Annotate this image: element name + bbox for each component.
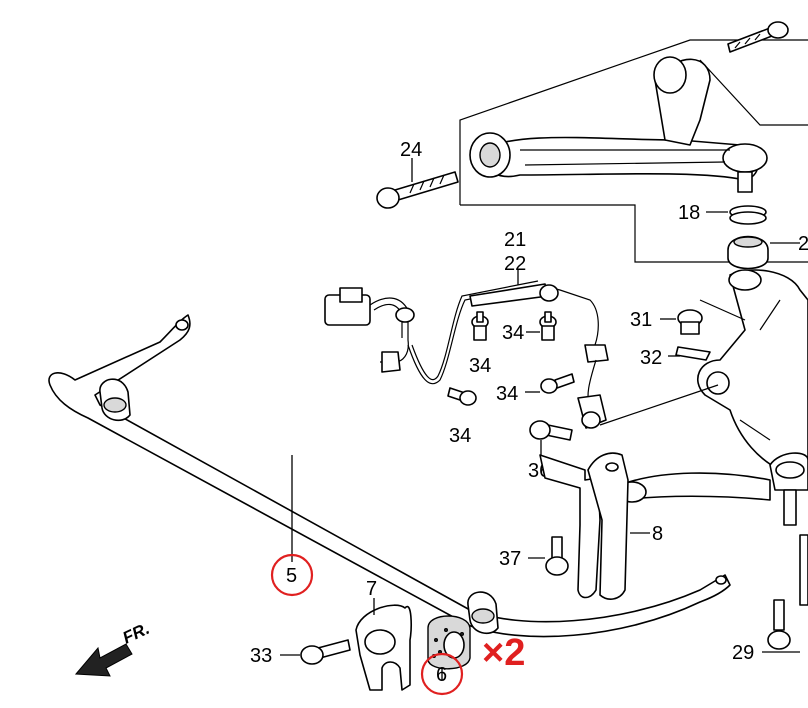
callout-21: 21 bbox=[504, 229, 526, 251]
bolt-34-a bbox=[471, 311, 489, 341]
callout-31: 31 bbox=[630, 309, 652, 331]
callout-18: 18 bbox=[678, 202, 700, 224]
bolt-34-c bbox=[447, 387, 477, 406]
callout-5: 5 bbox=[286, 565, 297, 587]
sensor-harness bbox=[324, 270, 609, 429]
highlight-circle-6 bbox=[420, 652, 464, 696]
front-label: FR. bbox=[120, 619, 153, 648]
callout-7: 7 bbox=[366, 578, 377, 600]
bolt-24 bbox=[376, 158, 459, 209]
callout-33: 33 bbox=[250, 645, 272, 667]
callout-29: 29 bbox=[732, 642, 754, 664]
upper-bolt bbox=[727, 21, 789, 53]
callout-34-d: 34 bbox=[496, 383, 518, 405]
bolt-29 bbox=[762, 599, 800, 653]
callout-2: 2 bbox=[798, 233, 808, 255]
upper-control-arm bbox=[469, 56, 768, 193]
ball-joint bbox=[769, 452, 808, 606]
bracket-8 bbox=[539, 452, 650, 600]
callout-32: 32 bbox=[640, 347, 662, 369]
callout-37: 37 bbox=[499, 548, 521, 570]
callout-8: 8 bbox=[652, 523, 663, 545]
quantity-note: ×2 bbox=[482, 632, 525, 674]
bushing-2 bbox=[727, 235, 800, 270]
bolt-34-d bbox=[525, 373, 575, 394]
callout-34-b: 34 bbox=[502, 322, 524, 344]
highlight-circle-5 bbox=[270, 553, 314, 597]
stabilizer-bar bbox=[48, 314, 731, 638]
front-direction-arrow bbox=[74, 643, 133, 677]
bolt-36 bbox=[529, 420, 573, 458]
dust-seal-18 bbox=[706, 205, 767, 225]
bolt-34-b bbox=[526, 311, 557, 341]
clip-31 bbox=[660, 299, 746, 335]
callout-24: 24 bbox=[400, 139, 422, 161]
bushing-6 bbox=[427, 615, 471, 680]
callout-34-c: 34 bbox=[449, 425, 471, 447]
bracket-32 bbox=[668, 346, 711, 361]
callout-22: 22 bbox=[504, 253, 526, 275]
bolt-33 bbox=[280, 639, 351, 665]
steering-knuckle bbox=[617, 269, 808, 503]
callout-6: 6 bbox=[436, 664, 447, 686]
holder-7 bbox=[355, 598, 412, 691]
callout-34-a: 34 bbox=[469, 355, 491, 377]
knuckle-leader bbox=[599, 384, 719, 426]
bolt-37 bbox=[528, 536, 569, 576]
